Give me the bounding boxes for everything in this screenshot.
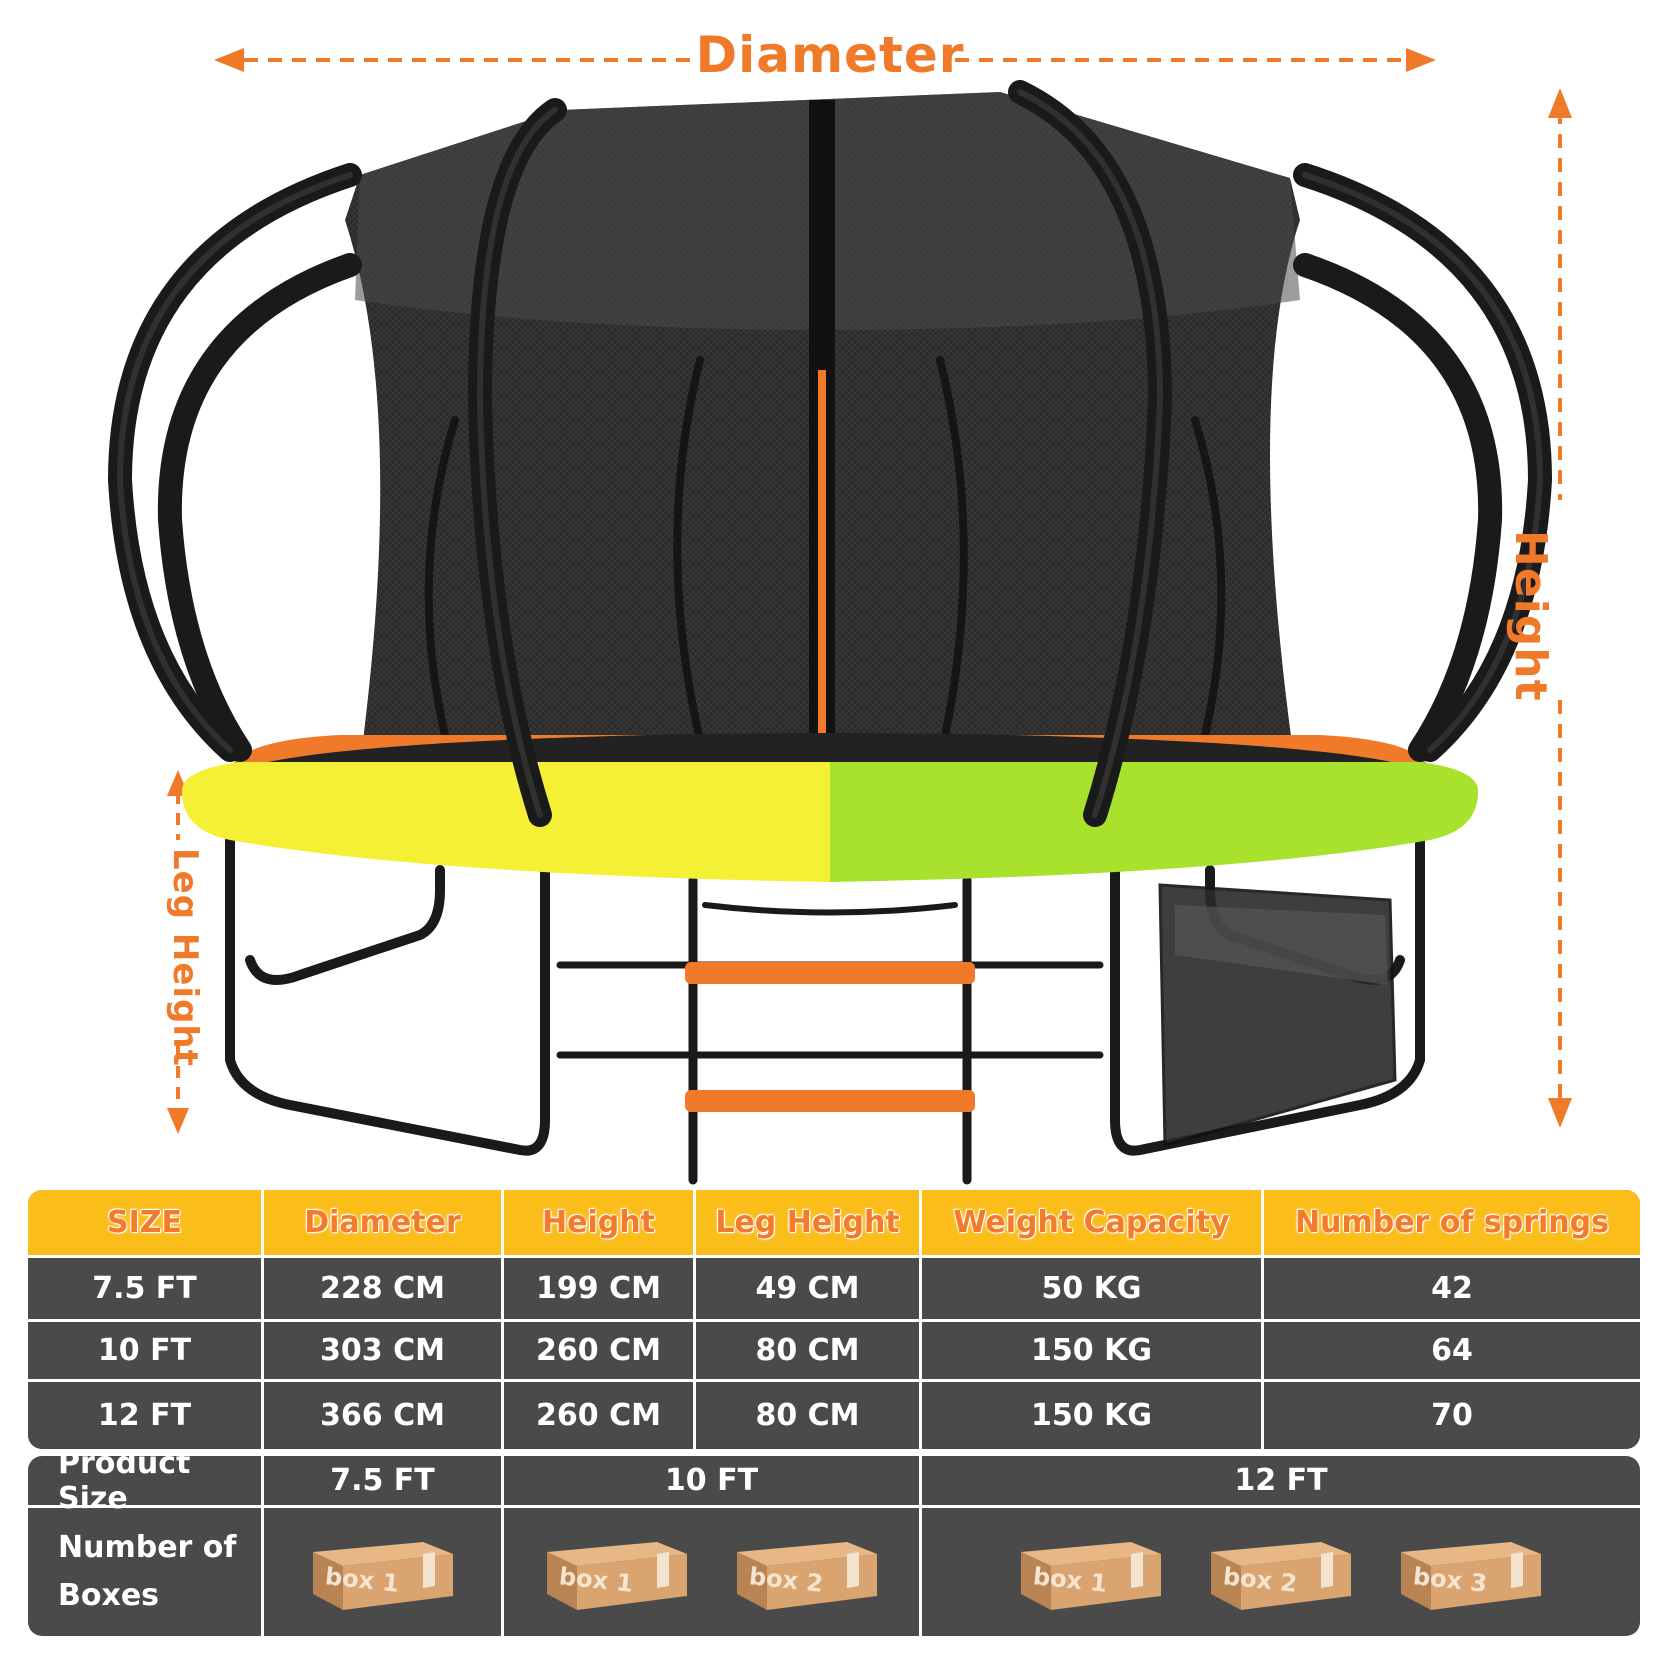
cardboard-box-icon: box 3 bbox=[1391, 1532, 1551, 1612]
product-size-75: 7.5 FT bbox=[264, 1456, 504, 1508]
table-cell: 150 KG bbox=[922, 1322, 1264, 1382]
boxes-table: Product Size 7.5 FT 10 FT 12 FT Number o… bbox=[28, 1456, 1640, 1636]
table-cell: 199 CM bbox=[504, 1258, 696, 1322]
table-cell: 260 CM bbox=[504, 1322, 696, 1382]
table-cell: 80 CM bbox=[696, 1322, 922, 1382]
table-cell: 303 CM bbox=[264, 1322, 504, 1382]
table-cell: 50 KG bbox=[922, 1258, 1264, 1322]
diameter-arrow-icon bbox=[214, 48, 1436, 72]
height-arrow-icon bbox=[1548, 88, 1572, 1128]
ladder-rung-upper bbox=[685, 962, 975, 984]
leg-height-dimension-label: Leg Height bbox=[165, 848, 205, 1067]
product-size-label: Product Size bbox=[28, 1456, 264, 1516]
header-diameter: Diameter bbox=[264, 1190, 504, 1258]
cardboard-box-icon: box 2 bbox=[1201, 1532, 1361, 1612]
header-number-of-springs: Number of springs bbox=[1264, 1190, 1640, 1258]
number-of-boxes-line1: Number of bbox=[58, 1530, 237, 1565]
boxes-12: box 1 box 2 bbox=[922, 1508, 1640, 1636]
table-cell: 49 CM bbox=[696, 1258, 922, 1322]
table-cell: 366 CM bbox=[264, 1382, 504, 1449]
table-cell: 80 CM bbox=[696, 1382, 922, 1449]
table-cell: 42 bbox=[1264, 1258, 1640, 1322]
table-cell: 70 bbox=[1264, 1382, 1640, 1449]
header-size: SIZE bbox=[28, 1190, 264, 1258]
cardboard-box-icon: box 1 bbox=[303, 1532, 463, 1612]
boxes-75: box 1 bbox=[264, 1508, 504, 1636]
trampoline-illustration bbox=[107, 48, 1572, 1185]
trampoline-pad bbox=[181, 733, 1479, 882]
table-cell: 260 CM bbox=[504, 1382, 696, 1449]
cardboard-box-icon: box 1 bbox=[1011, 1532, 1171, 1612]
table-cell: 228 CM bbox=[264, 1258, 504, 1322]
header-weight-capacity: Weight Capacity bbox=[922, 1190, 1264, 1258]
cardboard-box-icon: box 2 bbox=[727, 1532, 887, 1612]
table-cell: 7.5 FT bbox=[28, 1258, 264, 1322]
number-of-boxes-label: Number of Boxes bbox=[28, 1508, 264, 1636]
table-cell: 150 KG bbox=[922, 1382, 1264, 1449]
height-dimension-label: Height bbox=[1505, 530, 1556, 702]
cardboard-box-icon: box 1 bbox=[537, 1532, 697, 1612]
number-of-boxes-line2: Boxes bbox=[58, 1578, 160, 1613]
product-size-12: 12 FT bbox=[922, 1456, 1640, 1508]
header-height: Height bbox=[504, 1190, 696, 1258]
table-cell: 10 FT bbox=[28, 1322, 264, 1382]
ladder-rung-lower bbox=[685, 1090, 975, 1112]
boxes-10: box 1 box 2 bbox=[504, 1508, 922, 1636]
header-leg-height: Leg Height bbox=[696, 1190, 922, 1258]
product-size-10: 10 FT bbox=[504, 1456, 922, 1508]
spec-table: SIZE Diameter Height Leg Height Weight C… bbox=[28, 1190, 1640, 1449]
table-cell: 12 FT bbox=[28, 1382, 264, 1449]
diameter-dimension-label: Diameter bbox=[695, 26, 965, 84]
table-cell: 64 bbox=[1264, 1322, 1640, 1382]
